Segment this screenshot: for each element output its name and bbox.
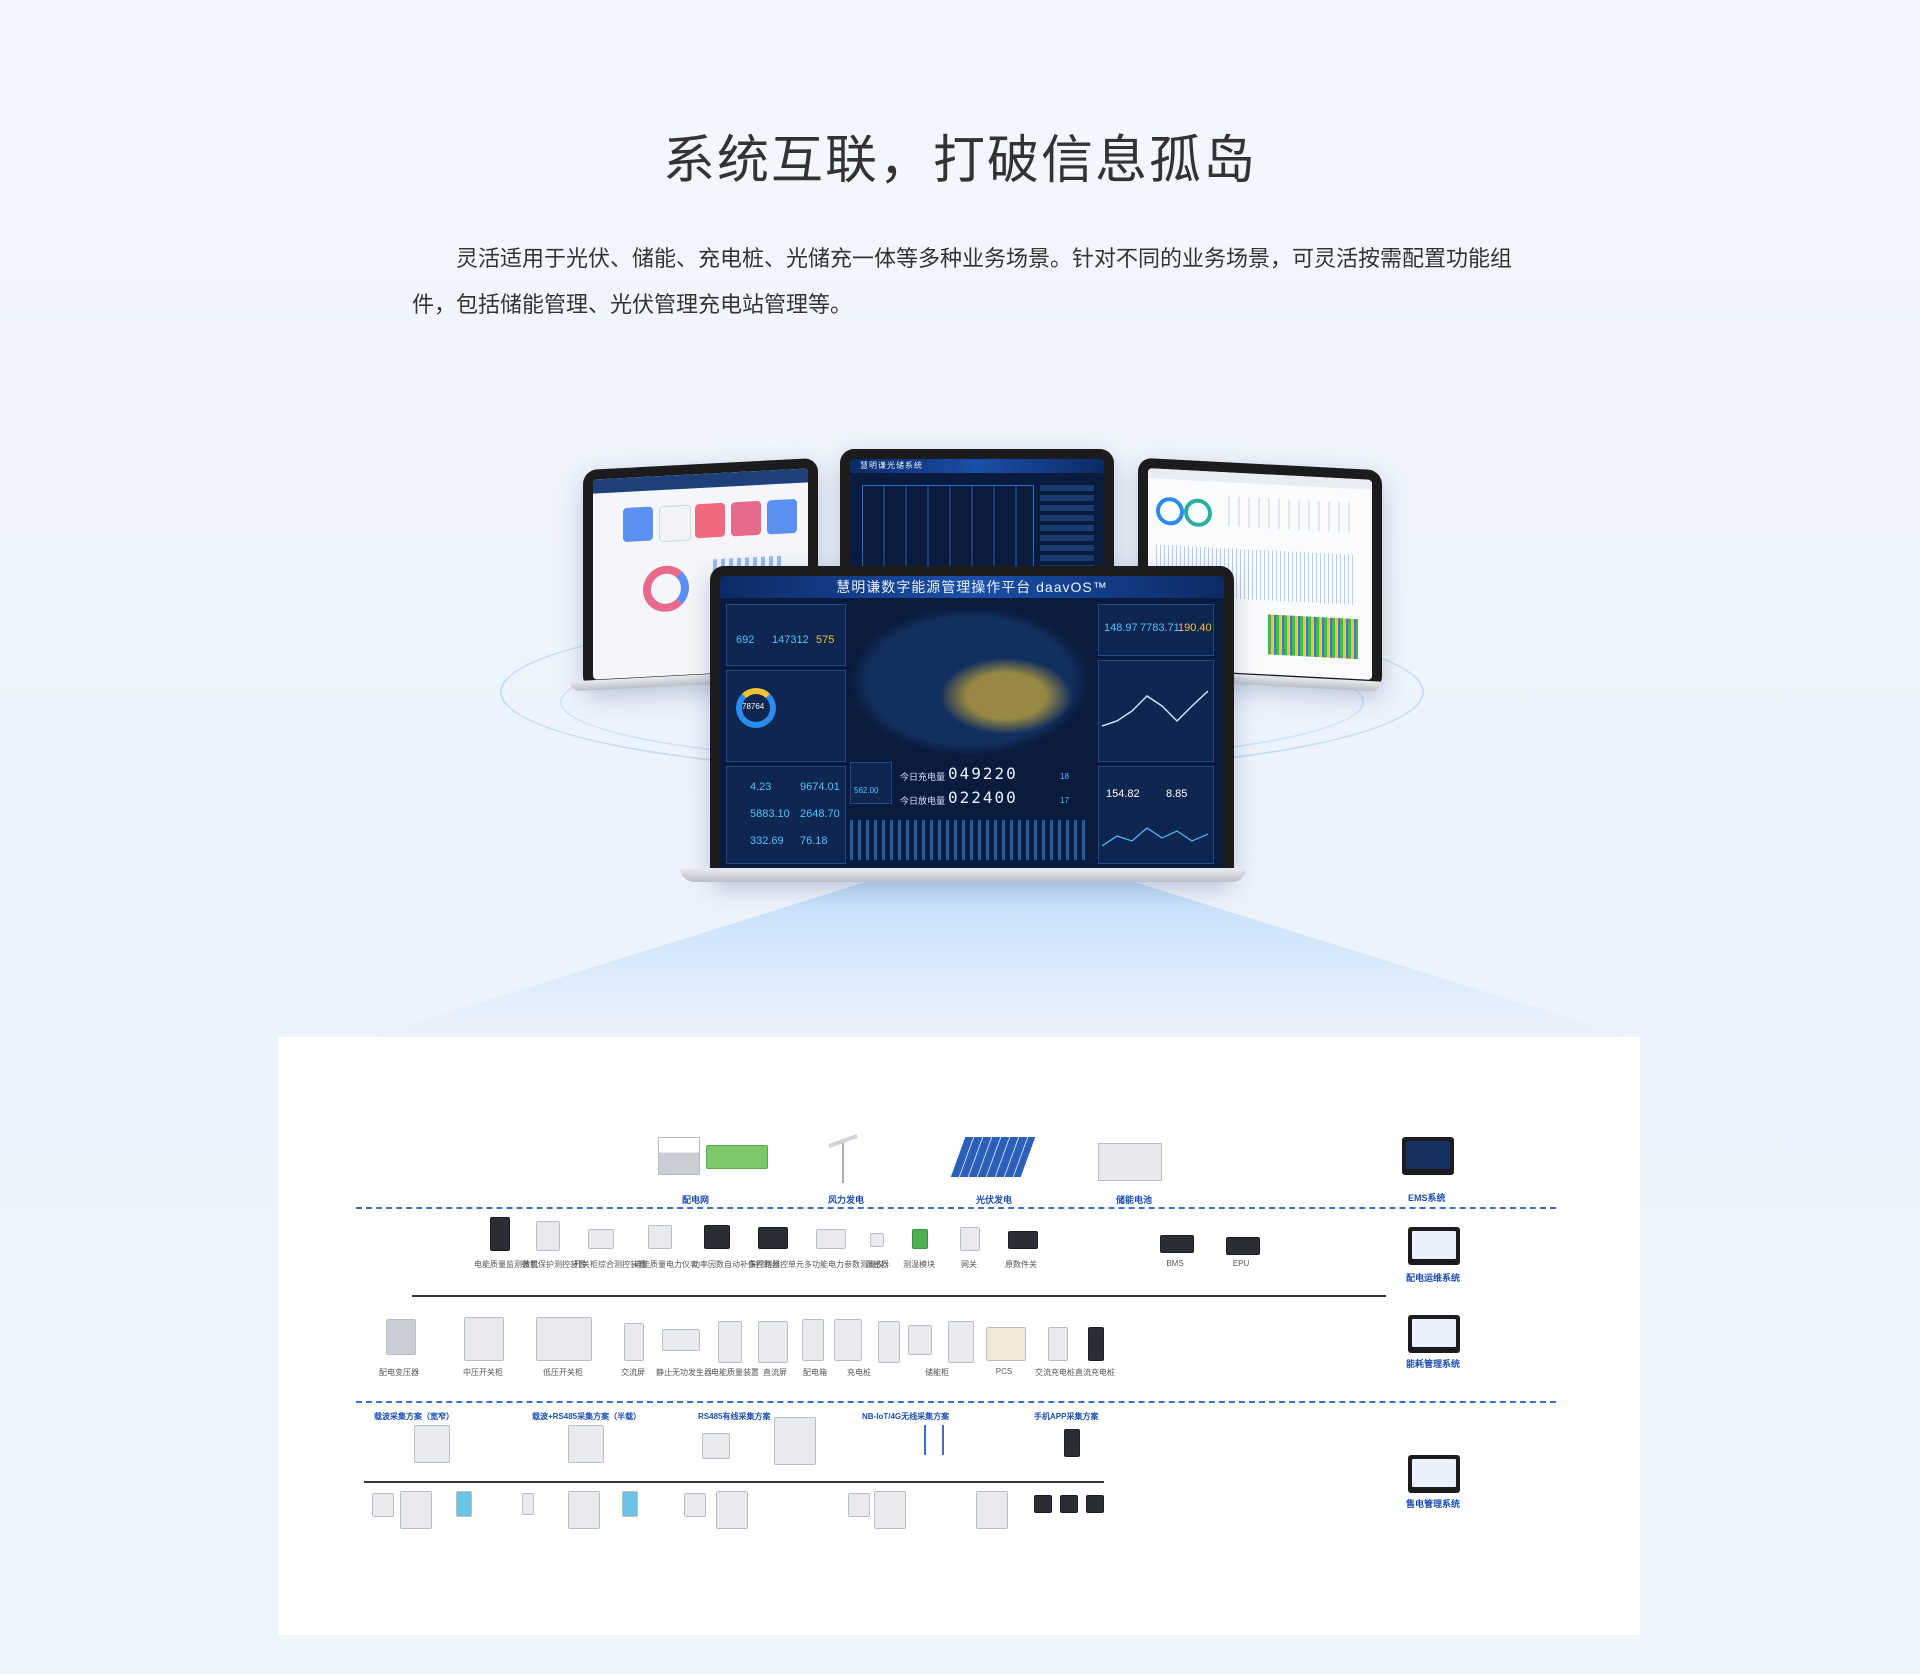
row1-label-2: 开关柜综合测控装置 bbox=[574, 1260, 646, 1269]
kpi-2: 575 bbox=[816, 634, 835, 646]
kpi-3: 148.97 bbox=[1104, 622, 1138, 634]
system-topology-diagram: 配电网 风力发电 光伏发电 储能电池 电能质量监测装置 微机保护测控装置 开关柜… bbox=[278, 1037, 1640, 1635]
row1-label-7: 温感器 bbox=[865, 1260, 889, 1269]
kpi-5: 190.40 bbox=[1178, 622, 1212, 634]
scheme-3: NB-IoT/4G无线采集方案 bbox=[862, 1412, 950, 1421]
source-label-grid: 配电网 bbox=[682, 1195, 710, 1205]
row1-label-4: 功率因数自动补偿控制器 bbox=[692, 1260, 780, 1269]
row2-label-12: 直流充电桩 bbox=[1075, 1368, 1115, 1377]
kpi-17: 17 bbox=[1060, 796, 1069, 805]
line-chart-icon bbox=[1102, 690, 1208, 727]
source-label-solar: 光伏发电 bbox=[976, 1195, 1013, 1205]
row1-label-0: 电能质量监测装置 bbox=[474, 1260, 538, 1269]
today-discharge-value: 022400 bbox=[948, 788, 1018, 807]
row2-label-10: 储能柜 bbox=[925, 1368, 949, 1377]
row2-label-2: 低压开关柜 bbox=[543, 1368, 583, 1377]
kpi-0: 692 bbox=[736, 634, 755, 646]
today-discharge-label: 今日放电量 bbox=[900, 796, 946, 806]
kpi-4: 7783.71 bbox=[1140, 622, 1180, 634]
energy-management-icon bbox=[1408, 1315, 1460, 1353]
kpi-6: 78764 bbox=[742, 702, 765, 711]
row1-label-9: 网关 bbox=[961, 1260, 977, 1269]
page-title: 系统互联，打破信息孤岛 bbox=[662, 132, 1257, 190]
source-label-wind: 风力发电 bbox=[828, 1195, 865, 1205]
kpi-15: 562.00 bbox=[854, 786, 879, 795]
scheme-4: 手机APP采集方案 bbox=[1034, 1412, 1099, 1421]
kpi-13: 154.82 bbox=[1106, 788, 1140, 800]
laptop-main-base bbox=[680, 868, 1246, 882]
source-battery bbox=[1098, 1143, 1162, 1181]
row2-label-5: 电能质量装置 bbox=[711, 1368, 759, 1377]
row2-label-11: 交流充电桩 bbox=[1035, 1368, 1075, 1377]
kpi-1: 147312 bbox=[772, 634, 809, 646]
kpi-10: 2648.70 bbox=[800, 808, 840, 820]
distribution-ops-icon bbox=[1408, 1227, 1460, 1265]
row1-label-1: 微机保护测控装置 bbox=[522, 1260, 586, 1269]
source-label-battery: 储能电池 bbox=[1116, 1195, 1153, 1205]
power-sales-icon bbox=[1408, 1455, 1460, 1493]
kpi-11: 332.69 bbox=[750, 835, 784, 847]
kpi-8: 9674.01 bbox=[800, 781, 840, 793]
separator-bottom bbox=[356, 1401, 1556, 1403]
source-wind bbox=[818, 1133, 868, 1183]
scheme-0: 载波采集方案（宽窄） bbox=[374, 1412, 454, 1421]
bus-line-2 bbox=[364, 1481, 1104, 1483]
area-chart-icon bbox=[1102, 827, 1208, 847]
scheme-2: RS485有线采集方案 bbox=[698, 1412, 771, 1421]
row1-label-3: 电能质量电力仪表 bbox=[634, 1260, 698, 1269]
source-solar bbox=[950, 1137, 1036, 1177]
row1-label-8: 测温模块 bbox=[903, 1260, 935, 1269]
energy-management-label: 能耗管理系统 bbox=[1406, 1359, 1461, 1369]
kpi-16: 18 bbox=[1060, 772, 1069, 781]
main-screen-title: 慧明谦数字能源管理操作平台 daavOS™ bbox=[720, 576, 1224, 598]
row1-label-10: 原数件关 bbox=[1005, 1260, 1037, 1269]
row2-label-0: 配电变压器 bbox=[379, 1368, 419, 1377]
row2-label-6: 直流屏 bbox=[763, 1368, 787, 1377]
china-map bbox=[850, 606, 1090, 756]
row2-label-9: PCS bbox=[995, 1367, 1013, 1376]
row1-label-12: EPU bbox=[1232, 1259, 1250, 1268]
ems-system-label: EMS系统 bbox=[1408, 1193, 1446, 1203]
distribution-ops-label: 配电运维系统 bbox=[1406, 1273, 1461, 1283]
row2-label-3: 交流屏 bbox=[621, 1368, 645, 1377]
ems-system-icon bbox=[1402, 1137, 1454, 1175]
row2-label-4: 静止无功发生器 bbox=[656, 1368, 712, 1377]
kpi-9: 5883.10 bbox=[750, 808, 790, 820]
top-screen-title: 慧明谦光储系统 bbox=[850, 459, 1104, 473]
scheme-1: 载波+RS485采集方案（半载） bbox=[532, 1412, 642, 1421]
today-charge-label: 今日充电量 bbox=[900, 772, 946, 782]
kpi-12: 76.18 bbox=[800, 835, 828, 847]
bus-line-1 bbox=[412, 1295, 1386, 1297]
laptop-main: 慧明谦数字能源管理操作平台 daavOS™ 692 147312 575 787… bbox=[710, 566, 1234, 881]
kpi-7: 4.23 bbox=[750, 781, 772, 793]
source-grid bbox=[658, 1137, 768, 1177]
laptop-main-screen: 慧明谦数字能源管理操作平台 daavOS™ 692 147312 575 787… bbox=[720, 576, 1224, 871]
page-description: 灵活适用于光伏、储能、充电桩、光储充一体等多种业务场景。针对不同的业务场景，可灵… bbox=[412, 246, 1513, 317]
row2-label-7: 配电箱 bbox=[803, 1368, 827, 1377]
row1-label-6: 多功能电力参数测量仪 bbox=[804, 1260, 884, 1269]
separator-top bbox=[356, 1207, 1556, 1209]
today-charge-value: 049220 bbox=[948, 764, 1018, 783]
row2-label-1: 中压开关柜 bbox=[463, 1368, 503, 1377]
power-sales-label: 售电管理系统 bbox=[1406, 1499, 1461, 1509]
light-beam bbox=[360, 880, 1640, 1040]
kpi-14: 8.85 bbox=[1166, 788, 1188, 800]
row1-label-5: 多回路监控单元 bbox=[748, 1260, 804, 1269]
row1-label-11: BMS bbox=[1166, 1259, 1184, 1268]
row2-label-8: 充电桩 bbox=[847, 1368, 871, 1377]
